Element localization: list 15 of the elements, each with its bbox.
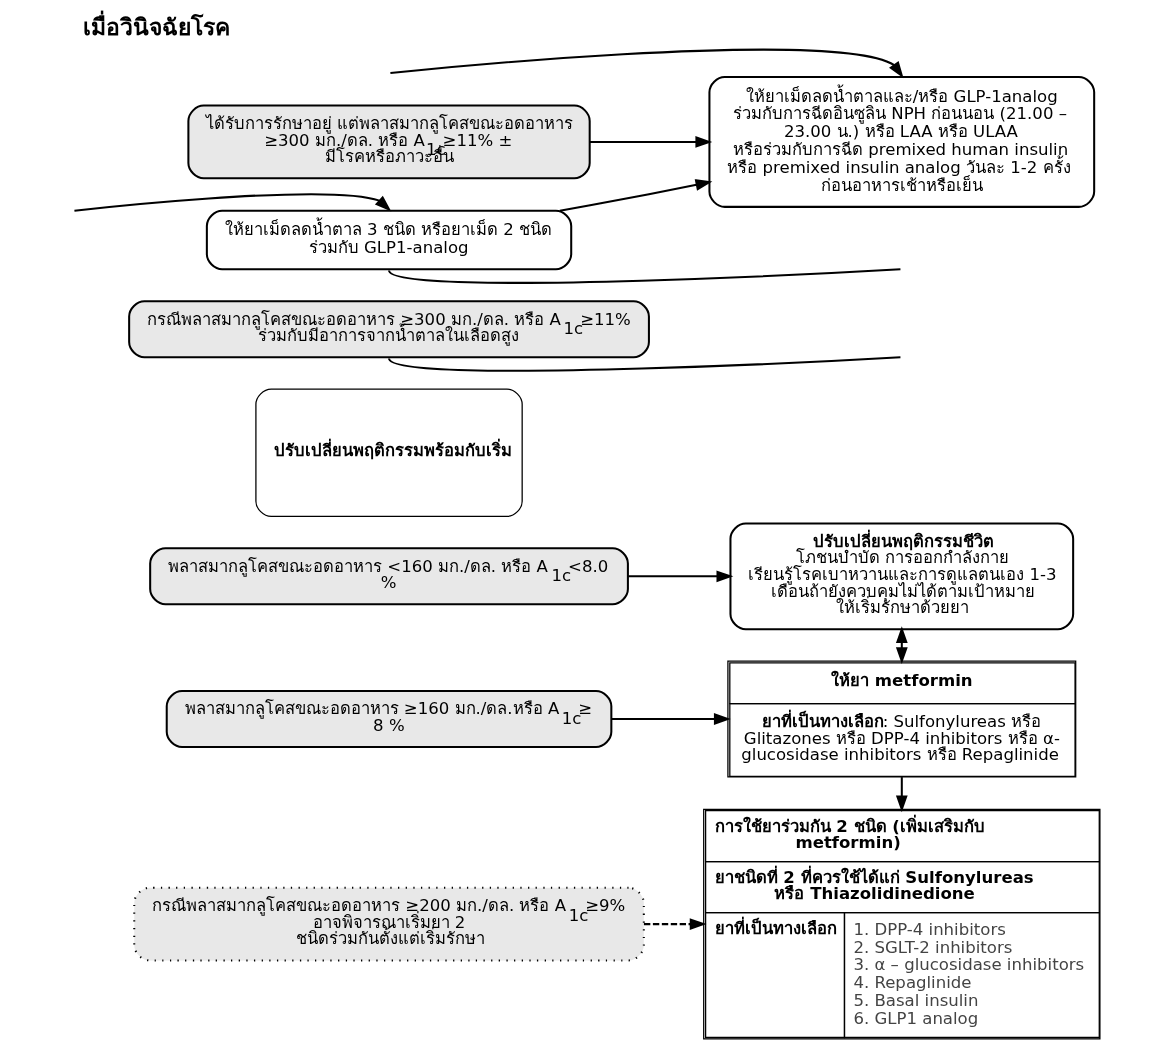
node-box: ให้ยาเม็ดลดน้ำตาล 3 ชนิด หรือยาเม็ด 2 ชนิด ร่วมกับ GLP1-analog xyxy=(205,209,573,271)
connector xyxy=(388,268,901,284)
arrow xyxy=(895,626,908,665)
connector xyxy=(388,356,901,372)
node-box: ปรับเปลี่ยนพฤติกรรมชีวิต โภชนบำบัด การออกกำลังกาย เรียนรู้โรคเบาหวานและการดูแลตนเอง 1-3 เดือนถ้ายังควบคุมไม่ได้ตามเป้าหมาย ให้เริ่มรักษาด้วยยา xyxy=(729,522,1075,631)
node-box: ปรับเปลี่ยนพฤติกรรมพร้อมกับเริ่ม xyxy=(255,388,523,518)
arrow xyxy=(643,918,707,930)
arrow xyxy=(628,570,734,583)
node-box: ให้ยาเม็ดลดน้ำตาลและ/หรือ GLP-1analog ร่วมกับการฉีดอินซูลิน NPH ก่อนนอน (21.00 – 23.00 น.) หรือ LAA หรือ ULAA หรือร่วมกับการฉีด premixed human insulin หรือ premixed insulin analog วันละ 1-2 ครั้ง ก่อนอาหารเช้าหรือเย็น xyxy=(708,75,1096,208)
arrow xyxy=(390,48,904,79)
arrow xyxy=(895,777,908,813)
arrow xyxy=(559,179,713,212)
arrow xyxy=(611,713,731,725)
arrow xyxy=(589,136,713,148)
arrow xyxy=(74,193,392,212)
